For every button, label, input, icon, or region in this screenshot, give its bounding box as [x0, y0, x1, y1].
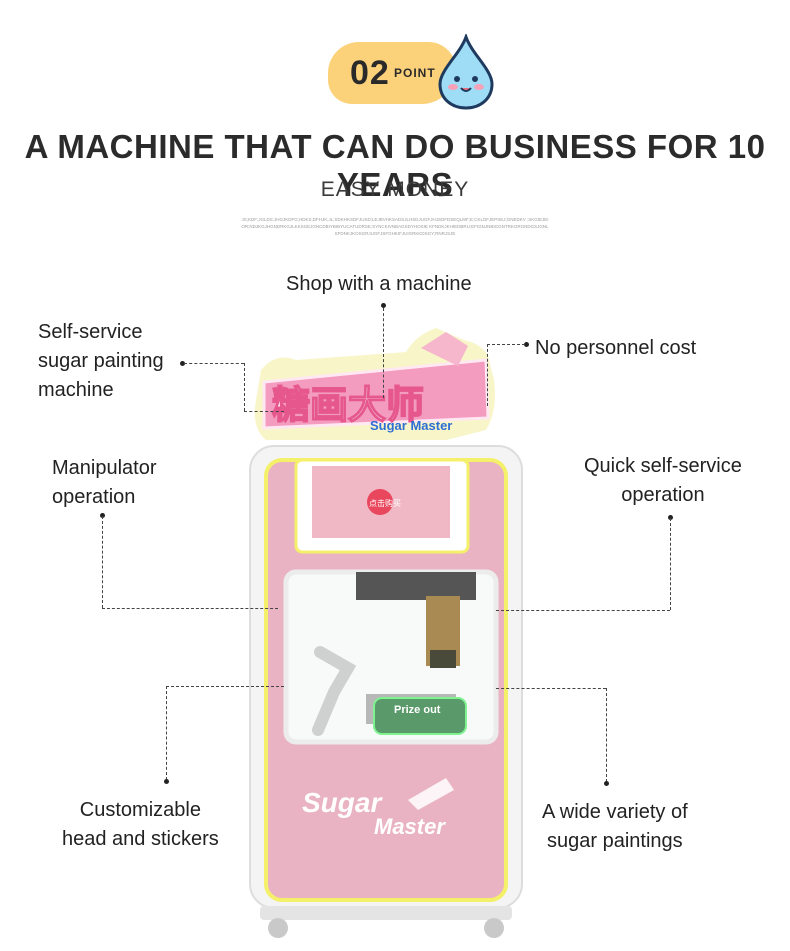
callout-customizable: Customizable head and stickers	[62, 796, 219, 854]
callout-line: operation	[52, 486, 136, 508]
callout-self-service-machine: Self-service sugar painting machine	[38, 318, 164, 405]
callout-line: machine	[38, 379, 114, 401]
headline: A MACHINE THAT CAN DO BUSINESS FOR 10 YE…	[24, 128, 766, 203]
callout-line: operation	[621, 484, 705, 506]
callout-line: Self-service	[38, 321, 143, 343]
callout-leader-line	[184, 363, 244, 364]
callout-leader-line	[102, 608, 278, 609]
callout-dot	[381, 303, 386, 308]
callout-line: sugar paintings	[546, 830, 683, 852]
body-logo-master: Master	[374, 814, 446, 839]
machine-sign-subtitle: Sugar Master	[370, 418, 452, 433]
callout-line: Quick self-service	[584, 455, 742, 477]
callout-line: head and stickers	[62, 828, 219, 850]
screen-badge: 点击购买	[369, 498, 401, 508]
callout-leader-line	[166, 686, 284, 687]
callout-leader-line	[244, 363, 245, 411]
callout-dot	[524, 342, 529, 347]
callout-wide-variety: A wide variety of sugar paintings	[542, 798, 688, 856]
callout-dot	[164, 779, 169, 784]
callout-leader-line	[244, 411, 284, 412]
subheadline: EASY MONEY	[320, 178, 470, 201]
callout-leader-line	[487, 344, 488, 406]
callout-dot	[604, 781, 609, 786]
fine-print: JS;KDF;JGLDS;JHGJKDFG;HDKS;DFHJK;JL;SDKH…	[241, 217, 549, 236]
callout-manipulator-operation: Manipulator operation	[52, 454, 157, 512]
callout-line: Manipulator	[52, 457, 157, 479]
callout-line: sugar painting	[38, 350, 164, 372]
callout-no-personnel-cost: No personnel cost	[535, 337, 697, 359]
machine-sign-text: 糖画大师	[272, 383, 424, 427]
callout-leader-line	[606, 688, 607, 782]
callout-leader-line	[496, 688, 606, 689]
point-badge	[328, 42, 456, 104]
water-drop-icon	[438, 34, 494, 110]
point-word: POINT	[394, 66, 436, 80]
callout-line: A wide variety of	[542, 801, 688, 823]
callout-leader-line	[102, 516, 103, 608]
sugar-painting-machine-illustration: 糖画大师 Sugar Master 点击购买 Prize out Sugar M…	[249, 328, 523, 938]
callout-leader-line	[496, 610, 670, 611]
callout-dot	[668, 515, 673, 520]
body-logo-sugar: Sugar	[302, 787, 383, 818]
callout-dot	[100, 513, 105, 518]
callout-leader-line	[166, 686, 167, 780]
callout-quick-self-service: Quick self-service operation	[584, 452, 742, 510]
callout-line: Customizable	[79, 799, 201, 821]
callout-leader-line	[383, 308, 384, 398]
callout-shop-with-machine: Shop with a machine	[286, 273, 472, 295]
prize-out-label: Prize out	[394, 704, 441, 716]
point-number: 02	[350, 54, 390, 92]
callout-leader-line	[487, 344, 525, 345]
callout-leader-line	[670, 518, 671, 610]
callout-dot	[180, 361, 185, 366]
